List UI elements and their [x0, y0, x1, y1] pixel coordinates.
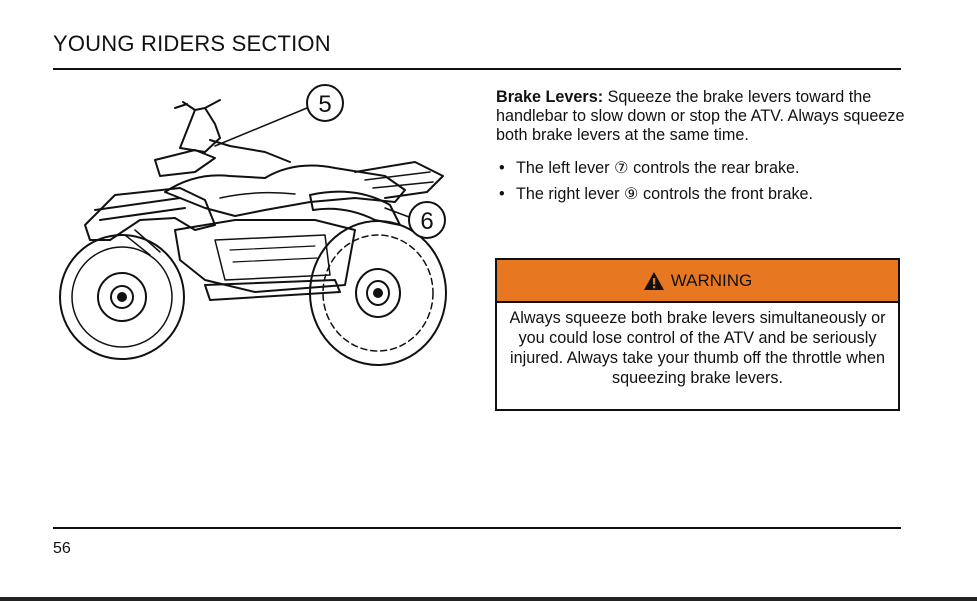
warning-box: WARNING Always squeeze both brake levers…: [495, 258, 900, 411]
bullet-dot-icon: •: [499, 185, 505, 203]
bullet-item: • The right lever ⑨ controls the front b…: [496, 185, 906, 204]
intro-paragraph: Brake Levers: Squeeze the brake levers t…: [496, 88, 906, 145]
callout-6-label: 6: [420, 208, 433, 235]
atv-illustration: 5 6: [59, 84, 447, 366]
bullet-item: • The left lever ⑦ controls the rear bra…: [496, 159, 906, 178]
intro-text: Squeeze the brake levers toward the hand…: [496, 88, 905, 144]
bullet-list: • The left lever ⑦ controls the rear bra…: [496, 159, 906, 204]
section-title: YOUNG RIDERS SECTION: [53, 31, 331, 56]
bullet-text-before: The left lever: [516, 159, 615, 177]
page-bottom-edge: [0, 597, 977, 601]
page-number: 56: [53, 540, 71, 557]
warning-header: WARNING: [497, 260, 898, 303]
rear-wheel: [59, 234, 185, 360]
bullet-dot-icon: •: [499, 159, 505, 177]
header-rule: [53, 68, 901, 70]
footer-rule: [53, 527, 901, 529]
warning-label: WARNING: [670, 270, 753, 290]
warning-triangle-icon: [643, 271, 664, 290]
lever-ref-7: ⑦: [614, 159, 629, 177]
callout-5: [306, 84, 344, 122]
warning-text: Always squeeze both brake levers simulta…: [509, 309, 886, 387]
lever-ref-9: ⑨: [623, 185, 639, 203]
callout-6: [408, 201, 446, 239]
bullet-text-before: The right lever: [516, 185, 624, 203]
intro-lead: Brake Levers:: [496, 88, 604, 106]
bullet-text-after: controls the rear brake.: [628, 159, 800, 177]
bullet-text-after: controls the front brake.: [638, 185, 814, 203]
callout-5-label: 5: [318, 91, 331, 118]
brake-levers-text: Brake Levers: Squeeze the brake levers t…: [496, 88, 906, 211]
